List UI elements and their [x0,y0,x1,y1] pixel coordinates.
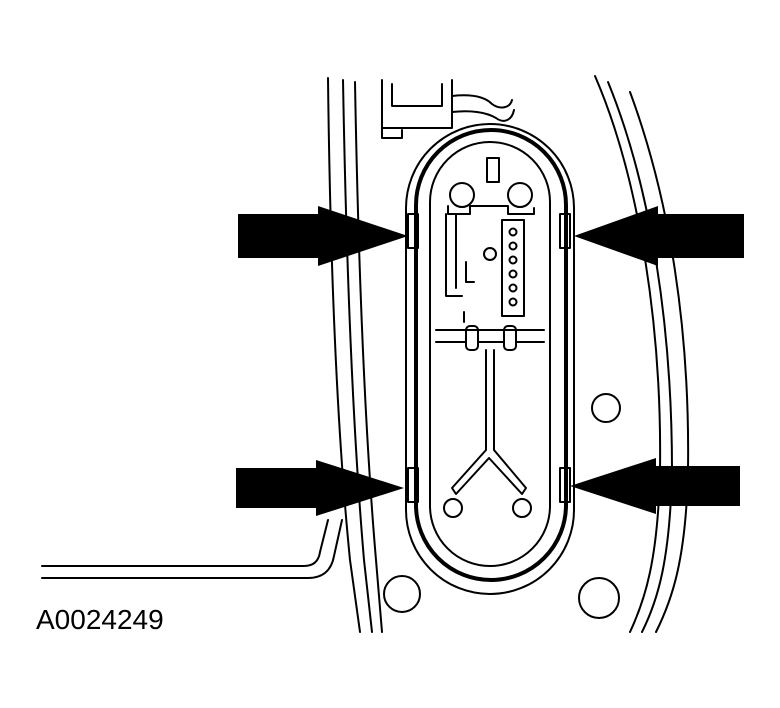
reference-code-label: A0024249 [36,604,164,635]
connector-pin [508,297,518,307]
circuit-traces [435,325,545,518]
mounting-holes [383,393,621,619]
connector-pin [508,255,518,265]
arrow-upper-right [574,206,744,266]
arrow-upper-left [238,206,408,266]
housing-outline [41,75,690,633]
connector-pin [508,283,518,293]
connector-block [501,219,525,317]
arrow-lower-left [236,460,404,516]
connector-pin [508,227,518,237]
connector-pin [508,269,518,279]
lamp-assembly [405,123,575,595]
retaining-tabs [407,213,571,503]
pointer-arrows [236,206,744,516]
bulb-socket [435,157,545,331]
top-clip [381,79,515,139]
connector-pin [508,241,518,251]
arrow-lower-right [570,458,740,514]
